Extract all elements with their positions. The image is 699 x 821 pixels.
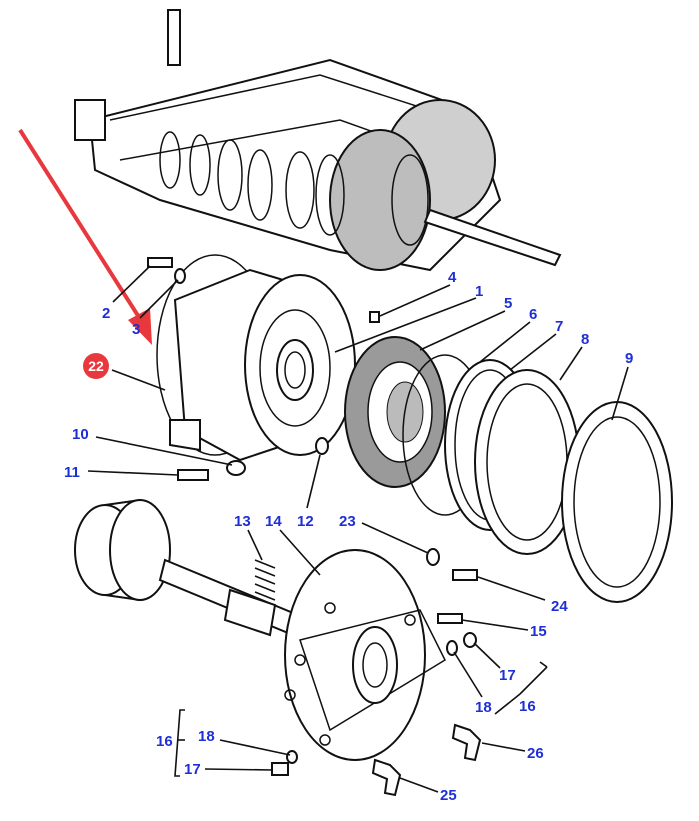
spring (254, 559, 276, 601)
bolt-2 (147, 257, 173, 268)
plug-17-right (463, 632, 477, 648)
callout-1: 1 (475, 283, 483, 300)
callout-14: 14 (265, 513, 282, 530)
callout-6: 6 (529, 306, 537, 323)
friction-disc (344, 336, 446, 488)
clutch-housing (169, 268, 356, 462)
bolt-11 (177, 469, 209, 481)
callout-12: 12 (297, 513, 314, 530)
callout-16-right: 16 (519, 698, 536, 715)
callout-17-left: 17 (184, 761, 201, 778)
washer-3 (174, 268, 186, 284)
callout-18-left: 18 (198, 728, 215, 745)
leader-lines (87, 265, 629, 793)
callout-4: 4 (448, 269, 457, 286)
callout-5: 5 (504, 295, 512, 312)
callout-17-right: 17 (499, 667, 516, 684)
callout-13: 13 (234, 513, 251, 530)
callout-15: 15 (530, 623, 547, 640)
callout-24: 24 (551, 598, 568, 615)
callout-9: 9 (625, 350, 633, 367)
plug-4 (369, 311, 380, 323)
callout-26: 26 (527, 745, 544, 762)
end-plate (561, 401, 673, 603)
washer-23 (426, 548, 440, 566)
callout-25: 25 (440, 787, 457, 804)
bolt-15 (437, 613, 463, 624)
svg-text:22: 22 (88, 358, 104, 374)
plug-17-left (271, 762, 289, 776)
gearbox-shaft-assembly (74, 9, 562, 272)
pump-cover (284, 549, 446, 761)
washer-12 (315, 437, 329, 455)
pin-10 (226, 460, 246, 476)
elbow-fitting-26 (451, 723, 482, 762)
drum-and-shaft (74, 498, 312, 642)
highlight-arrow (18, 128, 152, 345)
callout-16-left: 16 (156, 733, 173, 750)
callout-8: 8 (581, 331, 589, 348)
washer-18-right (446, 640, 458, 656)
callout-11: 11 (64, 464, 80, 481)
callout-7: 7 (555, 318, 563, 335)
callout-10: 10 (72, 426, 89, 443)
callout-18-right: 18 (475, 699, 492, 716)
elbow-fitting-25 (371, 758, 402, 797)
bolt-24 (452, 569, 478, 581)
washer-18-left (286, 750, 298, 764)
highlight-badge-22: 22 (83, 353, 109, 379)
callout-3: 3 (132, 321, 140, 338)
callout-2: 2 (102, 305, 110, 322)
callout-23: 23 (339, 513, 356, 530)
